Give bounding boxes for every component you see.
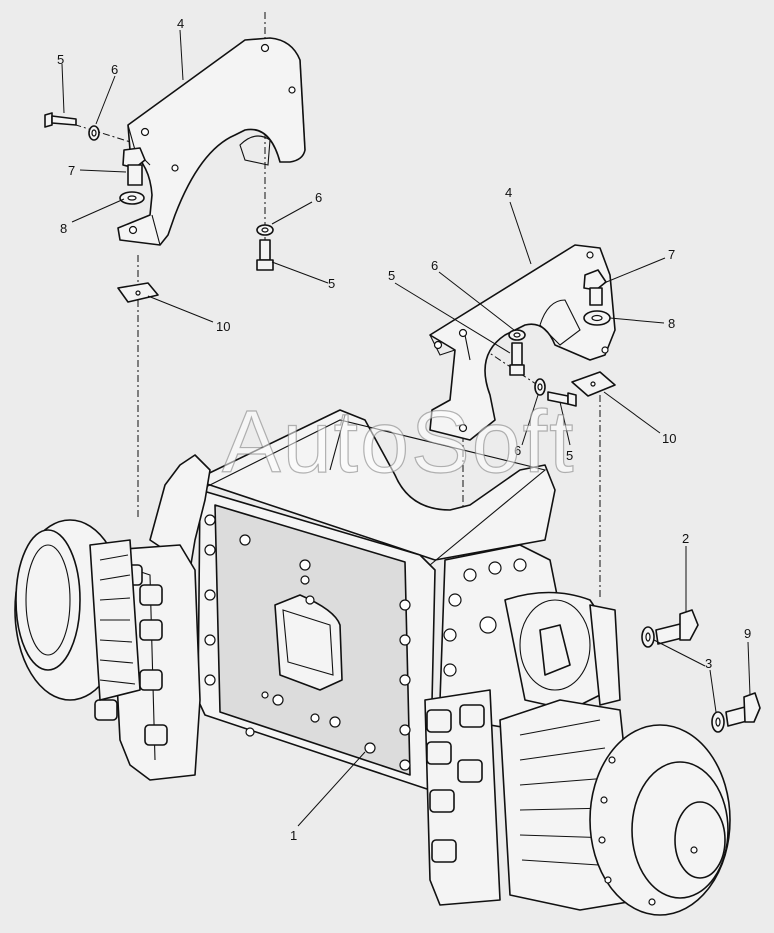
callout-6-left: 6 — [111, 62, 118, 77]
callout-labels: 4 5 6 7 8 6 5 10 4 5 6 7 8 6 5 10 2 3 9 … — [57, 16, 751, 843]
callout-7-left: 7 — [68, 163, 75, 178]
callout-6-right-upper: 6 — [431, 258, 438, 273]
fasteners-right — [641, 609, 761, 733]
watermark-text: AutoSoft — [222, 392, 576, 491]
callout-9: 9 — [744, 626, 751, 641]
callout-7-right: 7 — [668, 247, 675, 262]
callout-6-right-lower: 6 — [514, 443, 521, 458]
callout-5-right-lower: 5 — [566, 448, 573, 463]
callout-5-mid: 5 — [328, 276, 335, 291]
right-lugs — [426, 704, 485, 863]
callout-8-left: 8 — [60, 221, 67, 236]
right-hub-bolts — [443, 558, 527, 677]
callout-5-left: 5 — [57, 52, 64, 67]
callout-10-right: 10 — [662, 431, 676, 446]
callout-1: 1 — [290, 828, 297, 843]
right-hub-studs — [598, 756, 656, 906]
leader-lines — [61, 29, 751, 827]
callout-4-right: 4 — [505, 185, 512, 200]
upper-left-mounting-bracket — [117, 37, 306, 246]
drive-axle-assembly — [14, 409, 731, 916]
callout-8-right: 8 — [668, 316, 675, 331]
callout-2: 2 — [682, 531, 689, 546]
callout-5-right-upper: 5 — [388, 268, 395, 283]
callout-3: 3 — [705, 656, 712, 671]
cover-bolts — [204, 514, 411, 771]
left-hub-fins — [99, 554, 136, 685]
callout-10-left: 10 — [216, 319, 230, 334]
fasteners-upper — [44, 112, 616, 407]
right-mounting-bracket — [429, 244, 616, 441]
callout-6-mid: 6 — [315, 190, 322, 205]
callout-4-left: 4 — [177, 16, 184, 31]
